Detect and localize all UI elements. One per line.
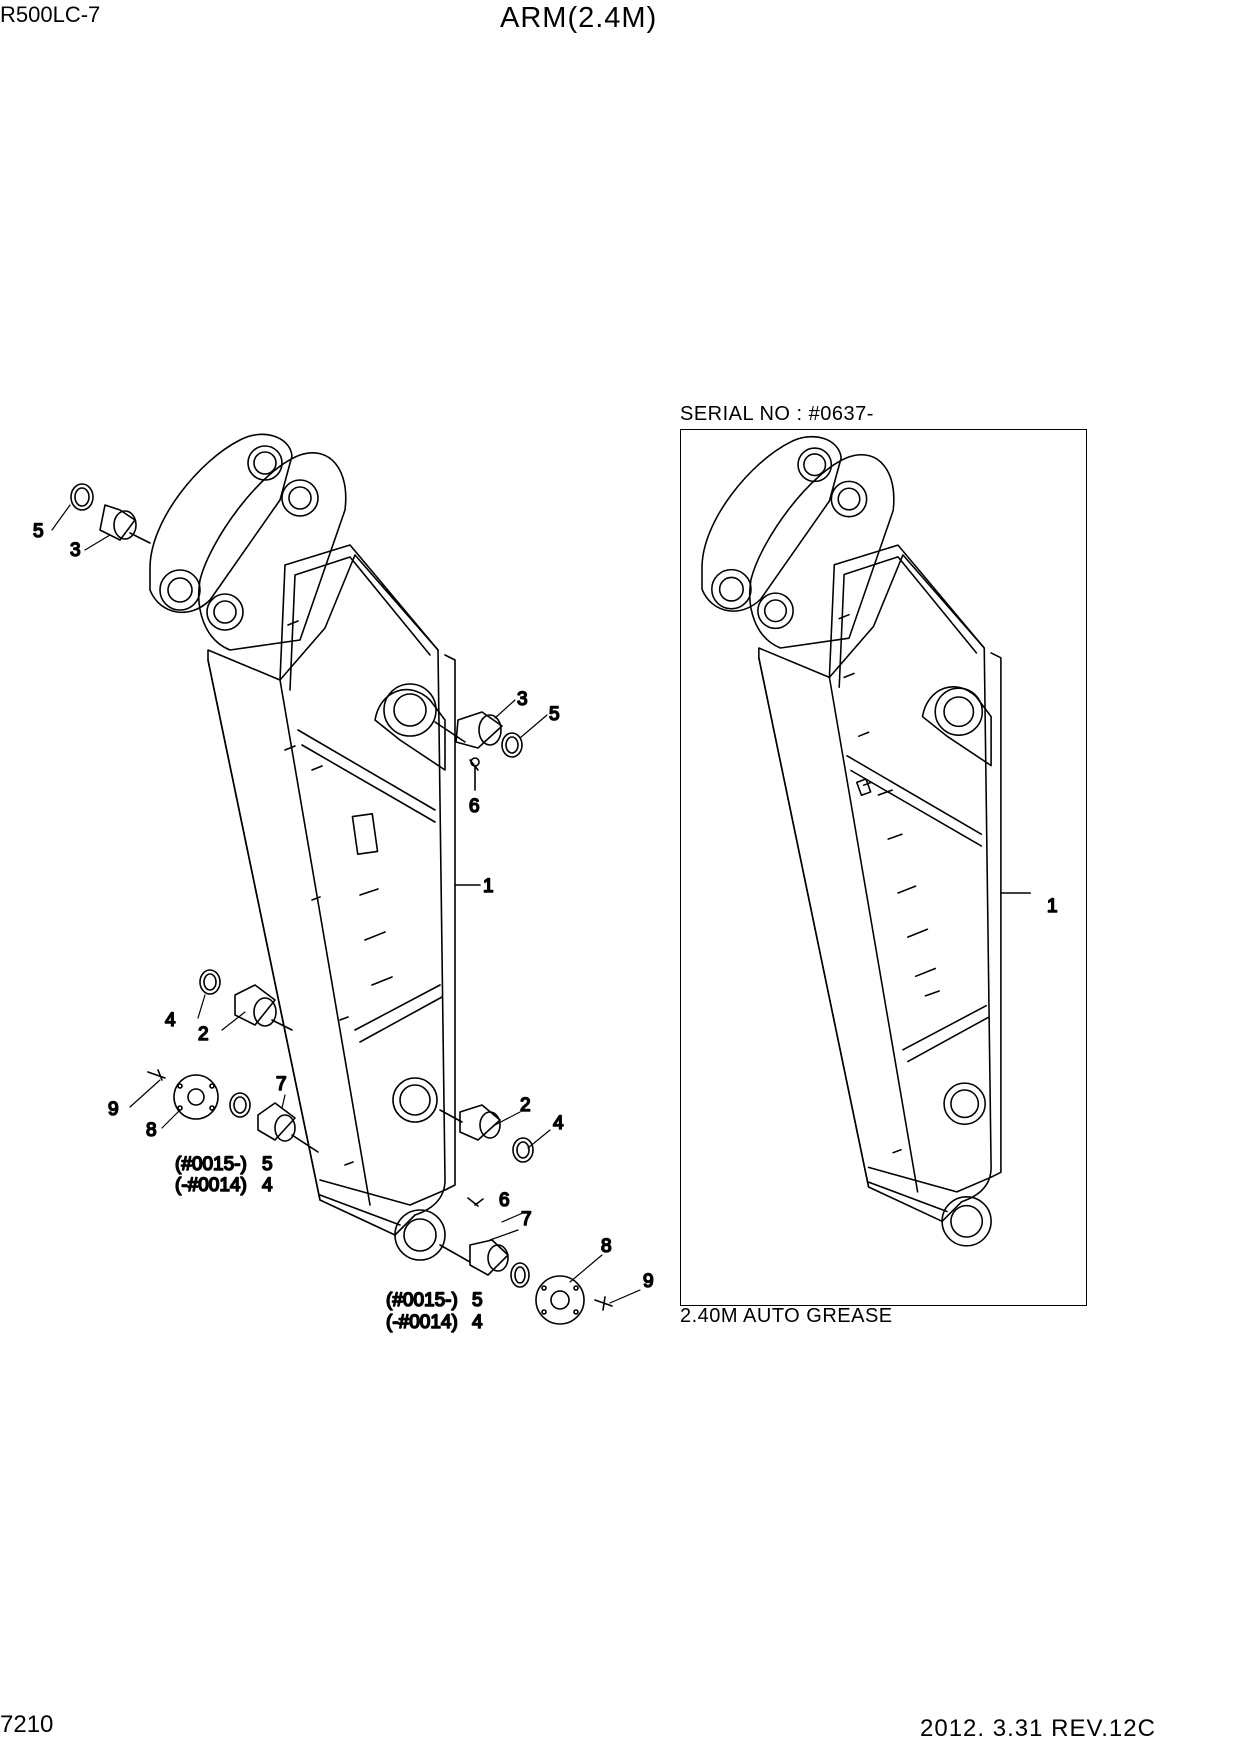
callout-5-right: 5 [549,704,560,725]
callout-2-left: 2 [198,1024,209,1045]
range-num-b-right: 4 [472,1312,483,1333]
callout-8-left: 8 [146,1120,157,1141]
callout-1: 1 [483,876,494,897]
callout-9-right: 9 [643,1271,654,1292]
callout-9-left: 9 [108,1099,119,1120]
auto-grease-caption: 2.40M AUTO GREASE [680,1305,893,1327]
arm-variant [701,435,1032,1247]
serial-number-label: SERIAL NO : #0637- [680,403,874,425]
range-label-a-left: (#0015-) [175,1154,247,1175]
callout-7-left: 7 [276,1074,287,1095]
page-number: 7210 [0,1711,54,1738]
callout-4-right: 4 [553,1113,564,1134]
arm-main [149,433,481,1261]
range-label-b-left: (-#0014) [175,1175,247,1196]
callout-6-lower: 6 [499,1190,510,1211]
callout-1-variant: 1 [1047,896,1058,917]
leader-lines-main [51,504,641,1304]
callout-4-left: 4 [165,1010,176,1031]
parts-lower-right [439,1104,613,1325]
variant-frame [680,429,1087,1306]
callout-3-top: 3 [70,540,81,561]
callout-6-upper: 6 [469,796,480,817]
callout-3-right: 3 [517,689,528,710]
parts-top-left [70,483,151,544]
range-num-a-left: 5 [262,1154,273,1175]
callout-7-right: 7 [521,1209,532,1230]
range-num-b-left: 4 [262,1175,273,1196]
callout-8-right: 8 [601,1236,612,1257]
parts-upper-right [434,711,523,791]
revision-date: 2012. 3.31 REV.12C [920,1715,1156,1742]
range-num-a-right: 5 [472,1290,483,1311]
page-title: ARM(2.4M) [500,2,658,34]
model-label: R500LC-7 [0,2,101,27]
range-label-b-right: (-#0014) [386,1312,458,1333]
callout-2-right: 2 [520,1095,531,1116]
parts-lower-left [147,969,319,1153]
range-label-a-right: (#0015-) [386,1290,458,1311]
callout-5-top: 5 [33,521,44,542]
